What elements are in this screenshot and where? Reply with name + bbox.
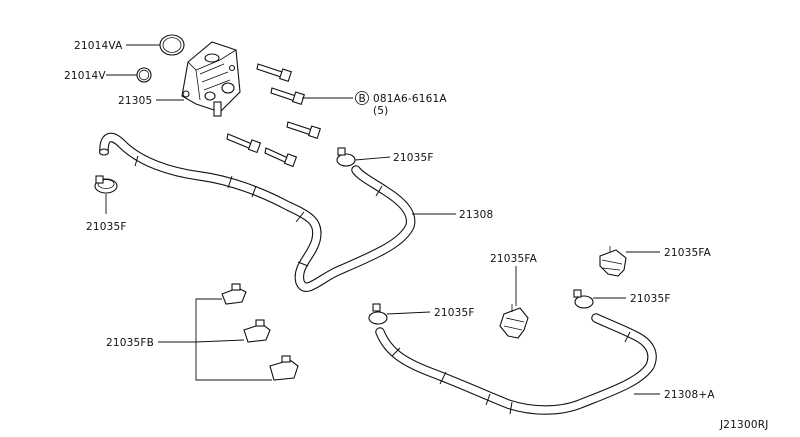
diagram-id: J21300RJ (719, 419, 769, 431)
clip-21035fb-1[interactable] (221, 283, 247, 305)
label-bolt-qty: (5) (373, 105, 388, 117)
clip-21035fa-right[interactable] (599, 246, 627, 277)
label-bolt-code: 081A6-6161A (373, 93, 447, 105)
label-21035fa-right: 21035FA (664, 247, 712, 259)
bolt-1[interactable] (256, 63, 292, 82)
label-21035f-right: 21035F (630, 293, 671, 305)
label-21035fa-mid: 21035FA (490, 253, 538, 265)
label-21308: 21308 (459, 209, 493, 221)
clip-21035fb-3[interactable] (269, 355, 299, 381)
label-21035f-top: 21035F (393, 152, 434, 164)
bolt-2[interactable] (270, 87, 305, 105)
bolt-4[interactable] (226, 133, 262, 154)
hose-clamp-low[interactable] (368, 303, 388, 325)
label-21308-a: 21308+A (664, 389, 715, 401)
clip-21035fa-mid[interactable] (499, 304, 529, 339)
label-21014va: 21014VA (74, 40, 123, 52)
bolt-callout: B 081A6-6161A (5) (355, 91, 447, 117)
label-21035f-left: 21035F (86, 221, 127, 233)
label-21014v: 21014V (64, 70, 106, 82)
hose-clamp-top[interactable] (336, 147, 356, 167)
hose-21308[interactable] (98, 132, 416, 292)
bolt-5[interactable] (264, 147, 298, 168)
hose-clamp-right[interactable] (573, 289, 594, 309)
hose-21308-a[interactable] (375, 313, 657, 415)
label-21035f-low: 21035F (434, 307, 475, 319)
label-21035fb: 21035FB (106, 337, 154, 349)
label-21305: 21305 (118, 95, 152, 107)
clip-21035fb-2[interactable] (243, 319, 271, 343)
bolt-3[interactable] (286, 121, 321, 139)
bolt-circle-letter: B (359, 93, 366, 105)
hose-clamp-left[interactable] (94, 175, 118, 194)
oil-cooler[interactable] (181, 41, 241, 117)
